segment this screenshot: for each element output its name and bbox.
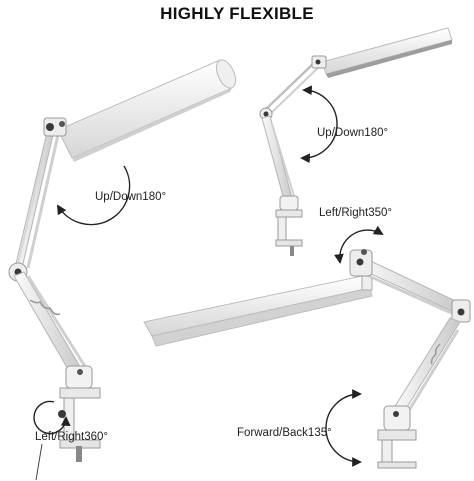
bottom-right-lamp-head [143,275,373,347]
left-lamp-lower-arm [13,271,88,377]
callout-line [35,443,43,481]
top-right-lamp-upper-arm [261,59,323,117]
top-right-lamp-head [321,27,453,78]
left-lamp-upper-arm [13,117,62,273]
bottom-right-lamp-clamp [377,405,417,469]
left-lamp [8,59,237,481]
rotation-arrow-left-right-360 [33,400,71,435]
bottom-right-lamp-lower-arm [393,317,461,413]
label-top-right-up-down: Up/Down180° [317,127,389,139]
rotation-arrow-left-right-350 [334,225,384,264]
bottom-right-lamp-elbow-joint [451,299,471,323]
page-title: HIGHLY FLEXIBLE [160,4,314,23]
label-left-right-350: Left/Right350° [319,207,393,219]
top-right-lamp-joint [259,55,327,121]
top-right-lamp [259,27,453,256]
left-lamp-head-joint [43,117,67,137]
top-right-lamp-clamp [275,195,303,256]
left-lamp-head [57,59,237,162]
left-lamp-clamp [58,365,101,462]
rotation-arrow-forward-back [325,389,362,467]
label-left-up-down: Up/Down180° [95,191,167,203]
rotation-arrow-left-up-down [56,165,131,226]
label-forward-back: Forward/Back135° [237,427,332,439]
rotation-arrow-top-right-up-down [300,85,338,164]
label-left-right-360: Left/Right360° [35,431,109,443]
bottom-right-lamp-top-joint [349,249,373,277]
bottom-right-lamp [143,249,471,469]
top-right-lamp-lower-arm [261,115,295,201]
